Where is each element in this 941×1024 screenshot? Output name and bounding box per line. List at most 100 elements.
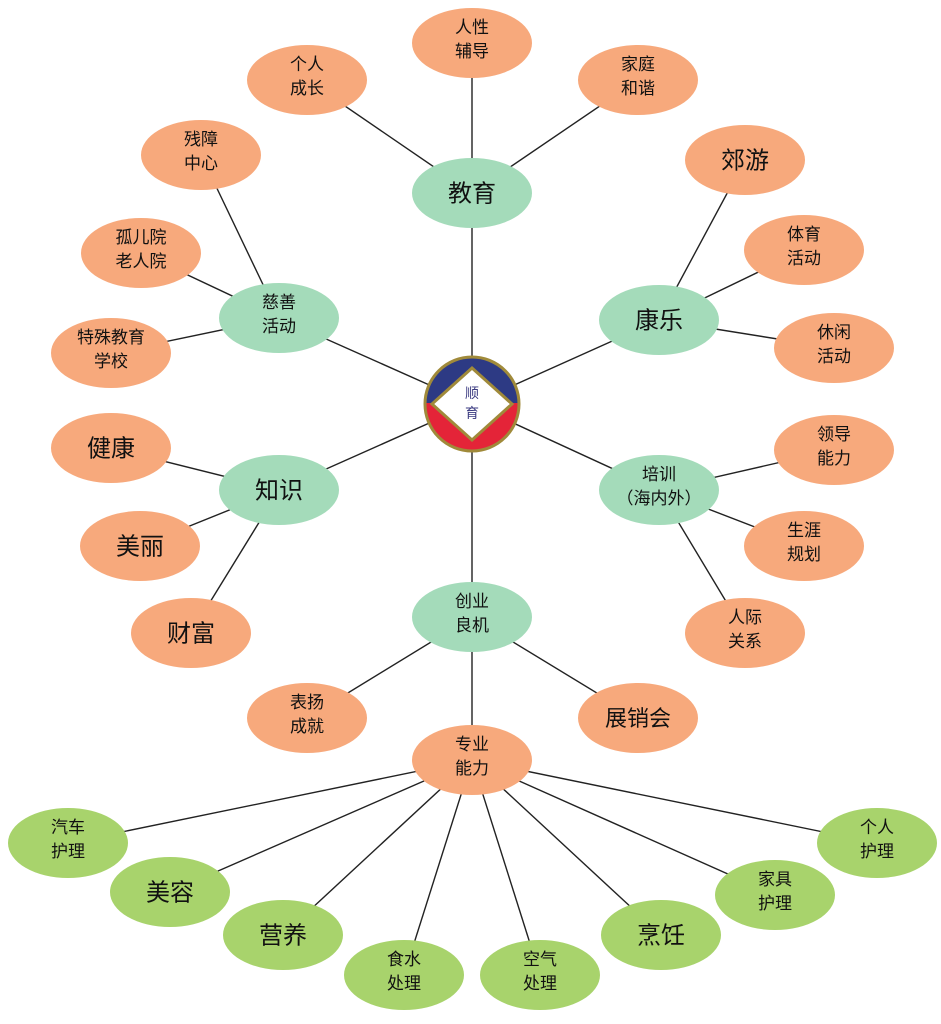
node-label: 食水 [387, 950, 421, 970]
node-ellipse [81, 218, 201, 288]
node-label: 和谐 [621, 79, 655, 99]
node-meili[interactable]: 美丽 [80, 511, 200, 581]
edge-zhuanye-kongqi [471, 759, 541, 976]
node-ellipse [51, 318, 171, 388]
edge-zhuanye-jiaju [471, 759, 776, 896]
node-label: 教育 [448, 180, 496, 208]
node-label: 老人院 [116, 252, 167, 272]
node-zhishi[interactable]: 知识 [219, 455, 339, 525]
node-jiaoyou[interactable]: 郊游 [685, 125, 805, 195]
node-label: 康乐 [635, 307, 683, 335]
node-label: 能力 [817, 449, 851, 469]
node-ellipse [774, 313, 894, 383]
center-logo: 顺 育 [423, 355, 521, 453]
node-label: 处理 [387, 974, 421, 994]
logo-text-1: 顺 [465, 386, 479, 402]
node-label: 财富 [167, 620, 215, 648]
node-label: 创业 [455, 592, 489, 612]
node-label: 家具 [758, 870, 792, 890]
node-meirong[interactable]: 美容 [110, 857, 230, 927]
node-label: 个人 [860, 818, 894, 838]
node-label: 关系 [728, 632, 762, 652]
node-label: 护理 [51, 842, 85, 862]
node-label: 人性 [455, 18, 489, 38]
node-ellipse [817, 808, 937, 878]
node-label: 培训 [642, 465, 676, 485]
node-ellipse [131, 598, 251, 668]
node-label: 辅导 [455, 42, 489, 62]
node-jiaoyu[interactable]: 教育 [412, 158, 532, 228]
node-ellipse [685, 125, 805, 195]
node-jiankang[interactable]: 健康 [51, 413, 171, 483]
edge-zhuanye-shishui [403, 759, 473, 976]
node-label: 领导 [817, 425, 851, 445]
node-ellipse [774, 415, 894, 485]
node-ellipse [599, 455, 719, 525]
node-label: 良机 [455, 616, 489, 636]
node-label: 汽车 [51, 818, 85, 838]
node-peixun[interactable]: 培训（海内外） [599, 455, 719, 525]
node-ellipse [223, 900, 343, 970]
logo-diamond [429, 365, 515, 443]
node-label: 处理 [523, 974, 557, 994]
node-ellipse [219, 455, 339, 525]
node-label: 休闲 [817, 323, 851, 343]
node-label: 护理 [758, 894, 792, 914]
node-ellipse [412, 8, 532, 78]
node-label: 烹饪 [637, 922, 685, 950]
edge-zhuanye-qiche [67, 759, 473, 844]
node-ellipse [51, 413, 171, 483]
node-kangle[interactable]: 康乐 [599, 285, 719, 355]
node-label: 知识 [255, 477, 303, 505]
node-ellipse [247, 683, 367, 753]
node-label: 护理 [860, 842, 894, 862]
node-label: 成就 [290, 717, 324, 737]
node-label: 展销会 [605, 707, 671, 732]
node-ellipse [685, 598, 805, 668]
node-pengren[interactable]: 烹饪 [601, 900, 721, 970]
node-ellipse [219, 283, 339, 353]
node-label: 人际 [728, 608, 762, 628]
edge-zhuanye-meirong [169, 759, 473, 893]
node-caifu[interactable]: 财富 [131, 598, 251, 668]
node-label: 美容 [146, 879, 194, 907]
node-label: 残障 [184, 130, 218, 150]
node-ellipse [141, 120, 261, 190]
node-ellipse [744, 511, 864, 581]
node-label: 空气 [523, 950, 557, 970]
node-ellipse [8, 808, 128, 878]
node-yingyang[interactable]: 营养 [223, 900, 343, 970]
node-ellipse [578, 45, 698, 115]
node-label: 特殊教育 [77, 328, 145, 348]
node-label: 美丽 [116, 533, 164, 561]
node-ellipse [715, 860, 835, 930]
node-label: 中心 [184, 154, 218, 174]
nodes: 教育人性辅导个人成长家庭和谐康乐郊游体育活动休闲活动慈善活动残障中心孤儿院老人院… [8, 8, 937, 1010]
logo-text-2: 育 [465, 406, 479, 422]
node-label: 健康 [87, 435, 135, 463]
node-label: 能力 [455, 759, 489, 779]
node-zhanxiao[interactable]: 展销会 [578, 683, 698, 753]
